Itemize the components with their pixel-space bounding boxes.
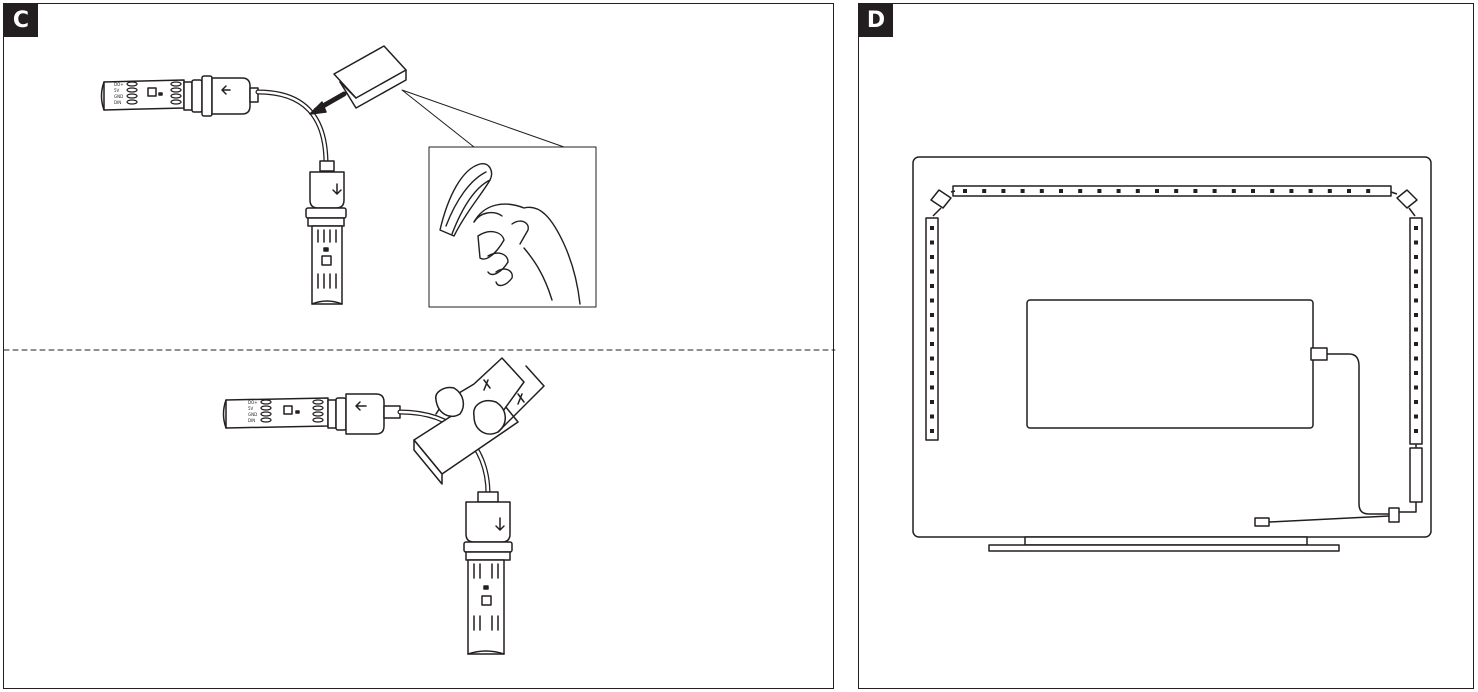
- led-chip: [930, 313, 934, 317]
- connector-clip-vertical-bottom: [463, 491, 513, 561]
- led-chip: [963, 189, 967, 193]
- led-chip: [1116, 189, 1121, 193]
- led-chip: [1193, 189, 1198, 193]
- led-chip: [1059, 189, 1063, 193]
- pad-label: DO+: [114, 82, 124, 87]
- led-chip: [1414, 429, 1418, 433]
- usb-cable: [1327, 353, 1389, 515]
- led-chip: [930, 327, 934, 332]
- led-chip: [1366, 189, 1371, 193]
- led-strip-top: [952, 185, 1392, 197]
- led-chip: [930, 255, 934, 259]
- corner-connector-right: [1390, 189, 1418, 217]
- led-chip: [1308, 189, 1313, 193]
- led-chip: [1414, 400, 1418, 404]
- led-chip: [930, 240, 934, 245]
- led-chip: [930, 414, 934, 419]
- pad-label: 5V: [114, 88, 120, 93]
- controller-box: [1409, 447, 1423, 503]
- led-chip: [1414, 356, 1418, 361]
- led-strip-horizontal-top: [100, 79, 185, 111]
- led-chip: [1414, 255, 1418, 259]
- led-chip: [930, 298, 934, 303]
- led-chip: [930, 371, 934, 375]
- led-chip: [930, 284, 934, 288]
- led-chip: [1270, 189, 1275, 193]
- pad-label: DIN: [248, 418, 255, 423]
- led-chip: [1174, 189, 1179, 193]
- cable-top: [255, 89, 329, 167]
- panel-c-illustration: DO+ 5V GND DIN DO+ 5V GND DIN: [3, 45, 836, 655]
- led-chip: [1231, 189, 1236, 193]
- panel-label-c: C: [4, 4, 38, 37]
- led-strip-vertical-bottom: [467, 559, 505, 655]
- tv-center-panel: [1026, 299, 1314, 429]
- led-chip: [1414, 240, 1418, 245]
- led-dots: [930, 189, 1418, 433]
- led-chip: [1020, 189, 1025, 193]
- usb-plug: [1310, 347, 1328, 361]
- led-chip: [930, 400, 934, 404]
- led-chip: [1001, 189, 1006, 193]
- led-strip-horizontal-bottom: [222, 397, 329, 429]
- pad-label: GND: [114, 94, 123, 99]
- led-chip: [1414, 327, 1418, 332]
- usb-connector: [1254, 517, 1270, 527]
- panel-c: C: [3, 3, 836, 689]
- led-chip: [1135, 189, 1140, 193]
- led-chip: [1414, 284, 1418, 288]
- led-chip: [930, 226, 934, 230]
- panel-label-d: D: [859, 4, 893, 37]
- led-chip: [1414, 269, 1418, 274]
- led-chip: [930, 342, 934, 346]
- led-chip: [1289, 189, 1294, 193]
- led-chip: [930, 269, 934, 274]
- controller-cable: [1399, 502, 1417, 513]
- led-chip: [1212, 189, 1217, 193]
- connector-clip-bottom: [327, 393, 401, 435]
- callout-line: [401, 89, 565, 148]
- connector-clip-vertical: [305, 160, 347, 227]
- fingers-pressing-cap: [413, 357, 545, 485]
- led-chip: [1414, 414, 1418, 419]
- led-chip: [1414, 226, 1418, 230]
- led-chip: [1414, 371, 1418, 375]
- led-chip: [1414, 342, 1418, 346]
- led-chip: [930, 429, 934, 433]
- led-chip: [1327, 189, 1332, 193]
- led-chip: [930, 356, 934, 361]
- pad-label: 5V: [248, 406, 254, 411]
- tv-stand-base: [988, 544, 1340, 552]
- led-chip: [1347, 189, 1351, 193]
- pad-label: DIN: [114, 100, 121, 105]
- connector-clip-top: [183, 75, 259, 117]
- led-chip: [1251, 189, 1255, 193]
- panel-d: D: [858, 3, 1474, 689]
- led-chip: [1414, 313, 1418, 317]
- led-chip: [1097, 189, 1102, 193]
- connector-cap: [333, 45, 407, 109]
- tv-stand-neck: [1024, 536, 1308, 546]
- cable-clip: [1388, 507, 1400, 523]
- pad-label: DO+: [248, 400, 258, 405]
- led-chip: [1039, 189, 1044, 193]
- led-chip: [1414, 298, 1418, 303]
- hand-peeling-tape: [439, 163, 581, 305]
- panel-d-illustration: [912, 156, 1432, 552]
- led-chip: [1155, 189, 1159, 193]
- led-chip: [1414, 385, 1418, 390]
- pad-label: GND: [248, 412, 257, 417]
- led-chip: [930, 385, 934, 390]
- led-chip: [1078, 189, 1083, 193]
- led-chip: [982, 189, 987, 193]
- corner-connector-left: [930, 189, 956, 217]
- usb-cable-out: [1268, 515, 1390, 523]
- led-strip-vertical-top: [311, 225, 343, 305]
